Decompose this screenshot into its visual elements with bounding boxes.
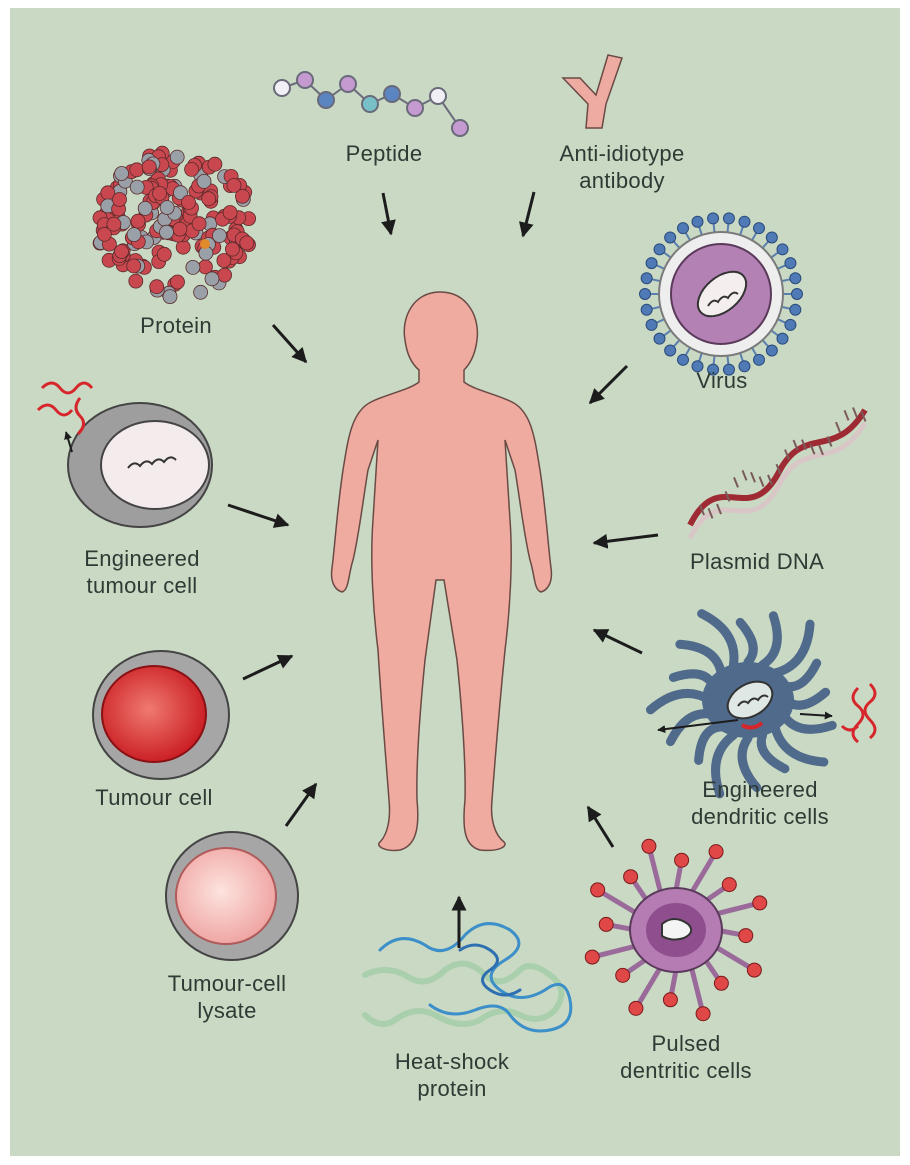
label-virus: Virus xyxy=(660,367,784,394)
label-tumour-cell: Tumour cell xyxy=(72,784,236,811)
tumour-cell-icon xyxy=(93,651,229,779)
label-protein: Protein xyxy=(108,312,244,339)
label-plasmid: Plasmid DNA xyxy=(665,548,849,575)
label-peptide: Peptide xyxy=(316,140,452,167)
tumour-cell-lysate-icon xyxy=(166,832,298,960)
